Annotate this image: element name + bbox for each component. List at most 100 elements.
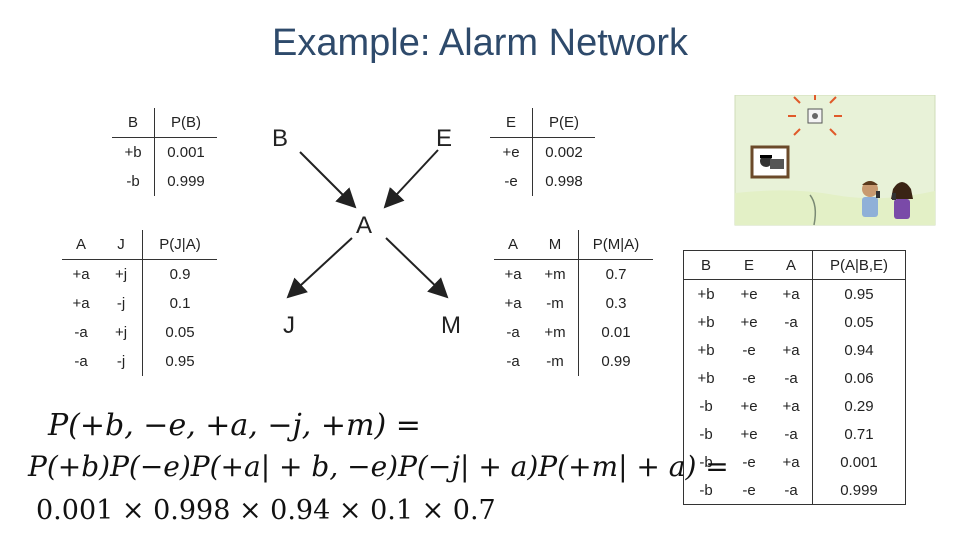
cpt-j-header: A	[62, 230, 100, 260]
cpt-a-cell: 0.95	[844, 285, 874, 303]
cpt-a-cell: -a	[770, 476, 813, 505]
node-m: M	[441, 312, 461, 339]
cpt-e-cell: 0.002	[545, 144, 583, 161]
cpt-e-header: P(E)	[532, 108, 595, 138]
cpt-a-header: E	[728, 250, 770, 280]
cpt-a-header: P(A|B,E)	[812, 250, 906, 280]
cpt-e-cell: +e	[490, 137, 533, 167]
cpt-a-cell: +e	[740, 285, 758, 303]
cpt-j-header: J	[100, 230, 143, 260]
cpt-a-cell: 0.999	[840, 481, 878, 499]
cpt-a-cell: +a	[770, 279, 813, 308]
cpt-m-header: P(M|A)	[578, 230, 653, 260]
node-a: A	[356, 212, 372, 239]
cpt-a-cell: 0.05	[844, 313, 874, 331]
cpt-j-cell: -a	[74, 353, 88, 370]
edge-e-a	[383, 149, 439, 209]
node-b: B	[272, 125, 288, 152]
cpt-a-header: B	[683, 250, 728, 280]
numeric-product-line: 0.001 × 0.998 × 0.94 × 0.1 × 0.7	[36, 495, 496, 526]
cpt-m-cell: 0.3	[605, 295, 627, 312]
cpt-b-cell: 0.999	[167, 173, 205, 190]
cpt-a-cell: 0.94	[844, 341, 874, 359]
cpt-b-header: B	[112, 108, 155, 138]
cpt-j-cell: 0.1	[169, 295, 191, 312]
cpt-m-header: M	[532, 230, 579, 260]
cpt-j-cell: -j	[100, 289, 143, 318]
cpt-e-cell: 0.998	[545, 173, 583, 190]
cpt-a-cell: +b	[697, 313, 715, 331]
cpt-m-cell: -a	[506, 353, 520, 370]
cpt-m-cell: +a	[504, 295, 522, 312]
cpt-m-cell: +m	[532, 318, 579, 347]
cpt-a-cell: +e	[740, 397, 758, 415]
cpt-m-cell: 0.99	[601, 353, 631, 370]
cpt-a-cell: -b	[699, 453, 713, 471]
cpt-a-header: A	[770, 250, 813, 280]
person-mary-icon	[891, 182, 913, 219]
cpt-j-cell: 0.05	[165, 324, 195, 341]
cpt-a-cell: -a	[770, 364, 813, 392]
page-title: Example: Alarm Network	[271, 22, 688, 64]
cpt-a-cell: -b	[699, 397, 713, 415]
cpt-m-cell: +m	[532, 259, 579, 289]
burglar-window-icon	[750, 145, 790, 179]
cpt-a-cell: +a	[770, 448, 813, 476]
cpt-a-cell: -b	[699, 425, 713, 443]
cpt-b-cell: +b	[112, 137, 155, 167]
cpt-a-cell: 0.71	[844, 425, 874, 443]
cpt-a-cell: +b	[697, 285, 715, 303]
cpt-j-cell: 0.9	[169, 266, 191, 283]
node-j: J	[283, 312, 295, 339]
edge-b-a	[299, 151, 357, 209]
cpt-a-cell: 0.29	[844, 397, 874, 415]
cpt-a-cell: +b	[697, 341, 715, 359]
cpt-b-cell: 0.001	[167, 144, 205, 161]
cpt-m-cell: 0.7	[605, 266, 627, 283]
cpt-j-cell: -j	[100, 347, 143, 376]
cpt-a-cell: -b	[699, 481, 713, 499]
cpt-j-cell: 0.95	[165, 353, 195, 370]
cpt-a-cell: -e	[742, 453, 756, 471]
cpt-a-cell: -e	[742, 481, 756, 499]
cpt-m-cell: -a	[506, 324, 520, 341]
alarm-scene-illustration	[734, 95, 936, 226]
cpt-m-cell: -m	[532, 347, 579, 376]
cpt-e-header: E	[490, 108, 533, 138]
person-john-icon	[862, 181, 880, 217]
cpt-a-cell: -a	[770, 308, 813, 336]
cpt-j-cell: +a	[72, 266, 90, 283]
cpt-m-header: A	[494, 230, 532, 260]
alarm-bell-icon	[788, 95, 842, 136]
cpt-a-cell: -e	[742, 369, 756, 387]
cpt-j-cell: -a	[74, 324, 88, 341]
cpt-a-cell: 0.001	[840, 453, 878, 471]
cpt-j-cell: +j	[100, 318, 143, 347]
cpt-j-cell: +a	[72, 295, 90, 312]
node-e: E	[436, 125, 452, 152]
cpt-a-cell: -e	[742, 341, 756, 359]
cpt-a-cell: 0.06	[844, 369, 874, 387]
cpt-a-cell: +e	[740, 425, 758, 443]
cpt-m-cell: 0.01	[601, 324, 631, 341]
cpt-m-cell: -m	[532, 289, 579, 318]
cpt-m-cell: +a	[504, 266, 522, 283]
cpt-a-cell: +a	[770, 336, 813, 364]
factorization-line: P(+b)P(−e)P(+a| + b, −e)P(−j| + a)P(+m| …	[28, 450, 729, 483]
cpt-a-cell: +b	[697, 369, 715, 387]
edge-a-j	[286, 237, 353, 299]
cpt-b-header: P(B)	[154, 108, 217, 138]
cpt-j-header: P(J|A)	[142, 230, 217, 260]
cpt-a-cell: +a	[770, 392, 813, 420]
cpt-j-cell: +j	[100, 259, 143, 289]
cpt-a-cell: -a	[770, 420, 813, 448]
cpt-b-cell: -b	[112, 167, 155, 196]
edge-a-m	[385, 237, 449, 299]
joint-probability-line: P(+b, −e, +a, −j, +m) =	[48, 408, 421, 443]
